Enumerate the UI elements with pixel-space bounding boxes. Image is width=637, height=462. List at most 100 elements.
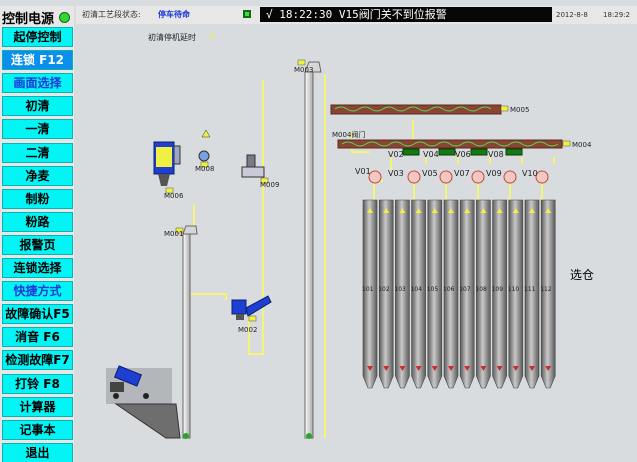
- silo-106[interactable]: [443, 199, 459, 389]
- silo-high-level-icon: [512, 208, 519, 213]
- valve-label-v10: V10: [522, 169, 538, 178]
- sidebar-button-9[interactable]: 报警页: [2, 234, 73, 255]
- elevator-m001-status-icon: [183, 433, 189, 439]
- valve-label-v09: V09: [486, 169, 502, 178]
- valve-v02-icon[interactable]: [402, 148, 420, 156]
- silo-high-level-icon: [448, 208, 454, 213]
- silo-107[interactable]: [459, 199, 475, 389]
- silo-low-level-icon: [496, 366, 503, 371]
- silo-low-level-icon: [431, 366, 438, 371]
- stop-delay-label: 初清停机延时: [148, 33, 196, 42]
- silo-109[interactable]: [492, 199, 507, 389]
- silo-low-level-icon: [383, 366, 390, 371]
- valve-v05-icon[interactable]: [439, 170, 453, 184]
- time-readout: 18:29:2: [603, 11, 630, 19]
- cleaner-m006-icon[interactable]: [153, 129, 211, 186]
- silo-low-level-icon: [529, 366, 535, 371]
- motor-label-m004: M004: [572, 141, 592, 149]
- elevator-m001[interactable]: [182, 233, 191, 439]
- silo-label-102: 102: [378, 286, 390, 293]
- silo-103[interactable]: [395, 199, 410, 389]
- control-power-label: 控制电源: [2, 11, 55, 27]
- status-bar: 初清工艺段状态: 停车待命 √ 18:22:30 V15阀门关不到位报警 201…: [76, 6, 637, 24]
- conveyor-m005[interactable]: [330, 104, 502, 115]
- elevator-m003-status-icon: [306, 433, 312, 439]
- silo-high-level-icon: [496, 208, 503, 213]
- valve-v09-icon[interactable]: [503, 170, 517, 184]
- valve-v06-icon[interactable]: [470, 148, 488, 156]
- silo-label-110: 110: [507, 286, 520, 293]
- sidebar-button-0[interactable]: 起停控制: [2, 27, 73, 47]
- speaker-icon[interactable]: [242, 9, 252, 19]
- status-value: 停车待命: [158, 10, 190, 19]
- sidebar-button-18[interactable]: 退出: [2, 442, 73, 462]
- silo-111[interactable]: [524, 199, 540, 389]
- valve-v08-icon[interactable]: [505, 148, 523, 156]
- sidebar-button-13[interactable]: 消音 F6: [2, 327, 73, 348]
- intake-hopper-icon: [114, 403, 181, 439]
- silo-low-level-icon: [512, 366, 519, 371]
- motor-label-m006: M006: [164, 192, 184, 200]
- motor-label-m003: M003: [294, 66, 314, 74]
- valve-v01-icon[interactable]: [368, 170, 382, 184]
- silo-110[interactable]: [508, 199, 524, 389]
- silo-high-level-icon: [367, 208, 373, 213]
- sidebar-button-14[interactable]: 检测故障F7: [2, 350, 73, 371]
- sidebar-button-7[interactable]: 制粉: [2, 188, 73, 209]
- sidebar-button-8[interactable]: 粉路: [2, 211, 73, 232]
- sidebar-button-2[interactable]: 画面选择: [2, 73, 73, 94]
- elevator-m003[interactable]: [304, 71, 314, 439]
- process-canvas: 初清停机延时 0 M003 M005 M004 M006 M008 M009 M…: [76, 24, 637, 462]
- top-valve-row: [402, 148, 523, 156]
- device-m009-icon[interactable]: [241, 154, 265, 178]
- sidebar-button-5[interactable]: 二清: [2, 142, 73, 163]
- silo-102[interactable]: [378, 199, 394, 389]
- sidebar-button-15[interactable]: 打铃 F8: [2, 373, 73, 394]
- silo-high-level-icon: [464, 208, 471, 213]
- silo-high-level-icon: [383, 208, 390, 213]
- silo-high-level-icon: [399, 208, 406, 213]
- valve-v04-icon[interactable]: [438, 148, 456, 156]
- silo-104[interactable]: [411, 199, 426, 389]
- elevator-head-icon: [304, 61, 322, 73]
- m004-valve-label: M004阀门: [332, 131, 366, 139]
- sidebar-button-11[interactable]: 快捷方式: [2, 281, 73, 302]
- intake-truck-icon[interactable]: [106, 365, 172, 404]
- silo-low-level-icon: [545, 366, 552, 371]
- valve-label-v01: V01: [355, 167, 371, 176]
- silo-label-105: 105: [426, 286, 439, 293]
- sidebar-button-17[interactable]: 记事本: [2, 419, 73, 440]
- sidebar-button-6[interactable]: 净麦: [2, 165, 73, 186]
- silo-112[interactable]: [540, 199, 556, 389]
- motor-label-m002: M002: [238, 326, 258, 334]
- motor-label-m009: M009: [260, 181, 280, 189]
- silo-label-101: 101: [362, 286, 374, 293]
- silo-label-111: 111: [524, 286, 536, 293]
- silo-101[interactable]: [362, 199, 378, 389]
- sidebar-button-12[interactable]: 故障确认F5: [2, 304, 73, 325]
- silo-low-level-icon: [448, 366, 454, 371]
- valve-v10-icon[interactable]: [535, 170, 549, 184]
- sidebar-button-4[interactable]: 一清: [2, 119, 73, 140]
- silo-low-level-icon: [464, 366, 471, 371]
- silo-low-level-icon: [399, 366, 406, 371]
- valve-label-v08: V08: [488, 150, 504, 159]
- silo-108[interactable]: [476, 199, 491, 389]
- valve-v03-icon[interactable]: [407, 170, 421, 184]
- stop-delay-value[interactable]: 0: [210, 32, 216, 41]
- control-power-header[interactable]: 控制电源: [2, 8, 74, 27]
- sidebar-button-10[interactable]: 连锁选择: [2, 258, 73, 278]
- alarm-banner[interactable]: √ 18:22:30 V15阀门关不到位报警: [260, 7, 552, 22]
- valve-v07-icon[interactable]: [471, 170, 485, 184]
- sidebar-button-3[interactable]: 初清: [2, 96, 73, 117]
- device-m002-icon[interactable]: [231, 295, 272, 320]
- sidebar-button-1[interactable]: 连锁 F12: [2, 50, 73, 71]
- distributor-valve-row: [368, 170, 549, 184]
- sidebar-button-16[interactable]: 计算器: [2, 396, 73, 417]
- silo-105[interactable]: [427, 199, 443, 389]
- valve-label-v07: V07: [454, 169, 470, 178]
- silo-label-103: 103: [394, 286, 406, 293]
- silo-low-level-icon: [367, 366, 373, 371]
